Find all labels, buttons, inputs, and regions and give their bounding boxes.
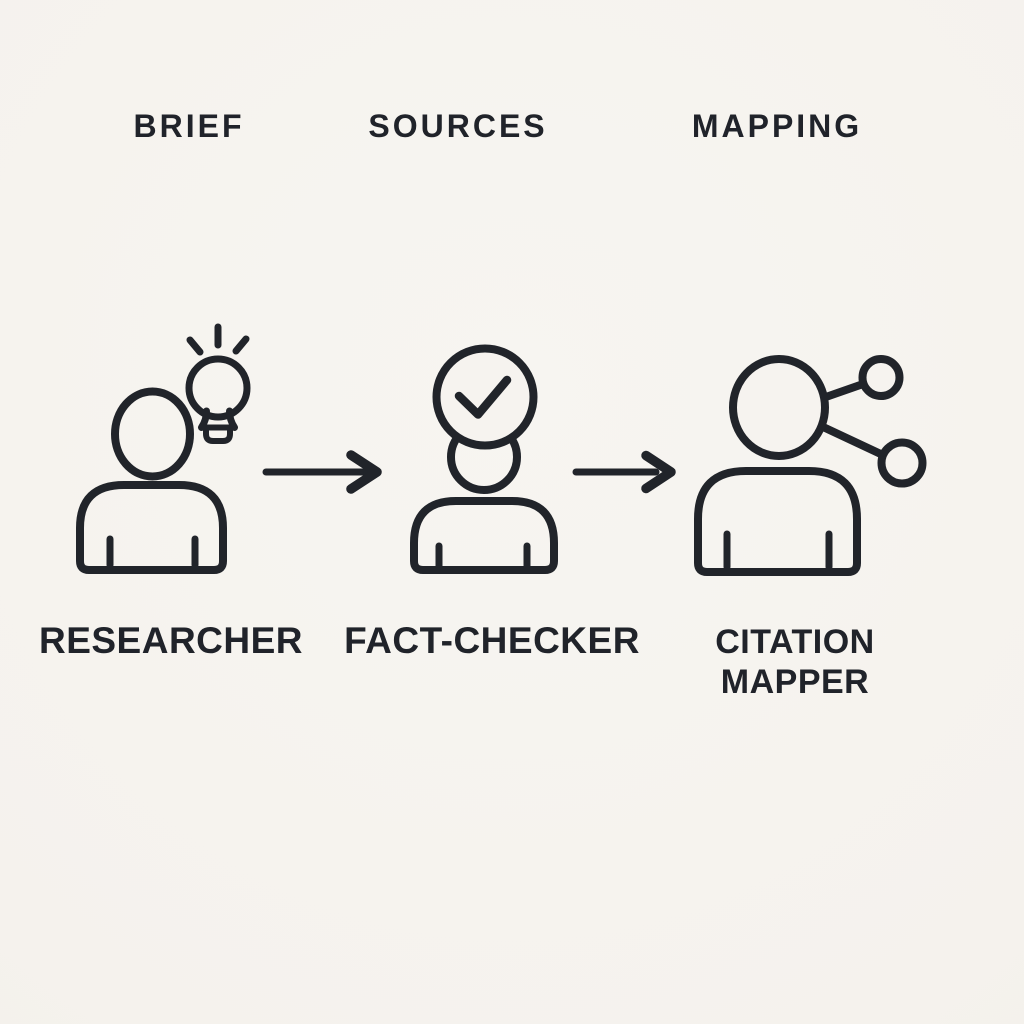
arrow-right-icon <box>572 450 676 494</box>
citation-mapper-body <box>694 467 861 576</box>
stage-label-mapping: MAPPING <box>691 108 863 144</box>
role-label-line: MAPPER <box>720 663 870 701</box>
fact-checker-body <box>410 497 558 574</box>
check-circle-icon <box>432 344 538 450</box>
role-label-fact-checker: FACT-CHECKER <box>344 620 640 661</box>
network-nodes-icon <box>817 355 927 488</box>
stage-label-brief: BRIEF <box>133 108 245 144</box>
role-label-citation-mapper: CITATION MAPPER <box>715 622 875 702</box>
researcher-body <box>76 481 227 574</box>
role-label-researcher: RESEARCHER <box>38 620 304 661</box>
citation-mapper-head <box>729 355 829 460</box>
stage-label-sources: SOURCES <box>368 108 548 144</box>
researcher-head <box>111 387 194 481</box>
checkmark-icon <box>454 375 512 419</box>
citation-mapper-person-icon <box>694 355 927 576</box>
lightbulb-icon <box>185 323 251 444</box>
arrow-right-icon <box>262 450 382 494</box>
researcher-person-icon <box>76 323 251 574</box>
role-label-line: CITATION <box>715 623 875 661</box>
fact-checker-person-icon <box>410 344 558 574</box>
